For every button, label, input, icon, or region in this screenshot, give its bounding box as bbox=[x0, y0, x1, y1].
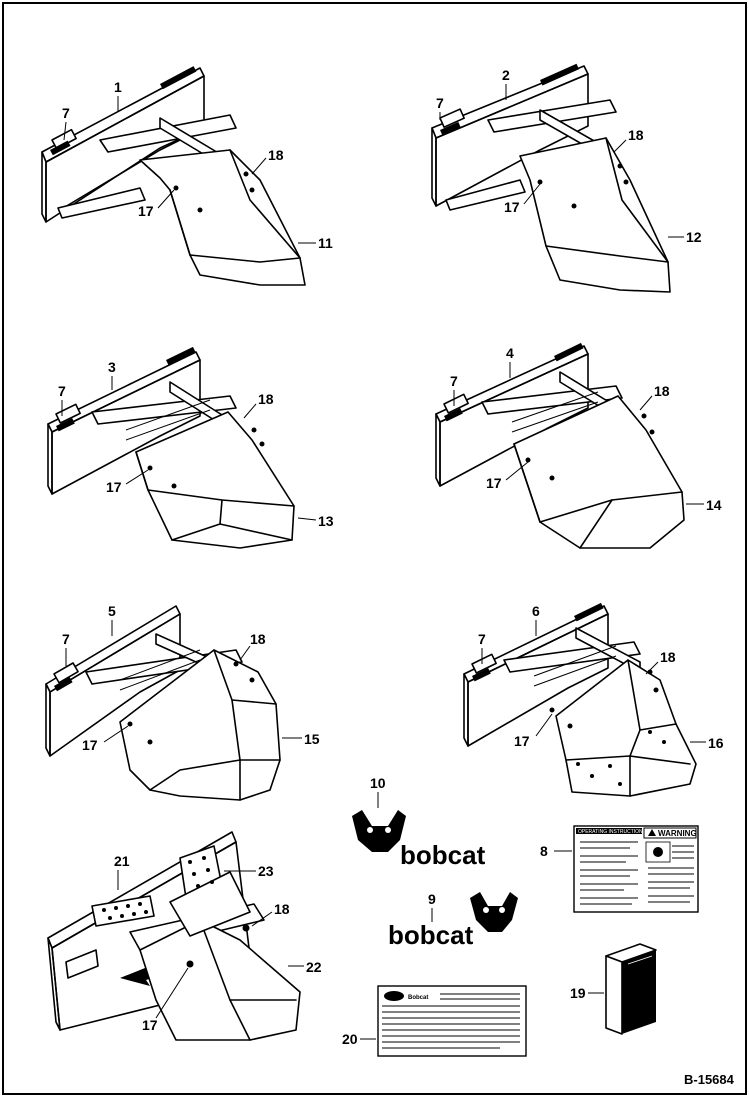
callout-8: 8 bbox=[540, 843, 548, 859]
callout-23: 23 bbox=[258, 863, 274, 879]
block-part-19: 19 bbox=[570, 943, 657, 1035]
callout-17-c: 17 bbox=[106, 479, 122, 495]
trencher-assembly-6 bbox=[463, 602, 697, 797]
callout-21-group: 21 23 18 17 22 bbox=[114, 853, 322, 1033]
callout-18-b: 18 bbox=[628, 127, 644, 143]
bobcat-decal-9: bobcat 9 bbox=[388, 891, 518, 950]
callout-4: 4 bbox=[506, 345, 514, 361]
bobcat-head-icon bbox=[470, 892, 518, 932]
trencher-assembly-7 bbox=[47, 831, 301, 1041]
callout-18-c: 18 bbox=[258, 391, 274, 407]
callout-5-group: 5 7 18 17 15 bbox=[62, 603, 320, 753]
callout-6: 6 bbox=[532, 603, 540, 619]
callout-7-c: 7 bbox=[58, 383, 66, 399]
callout-17-g: 17 bbox=[142, 1017, 158, 1033]
callout-4-group: 4 7 18 17 14 bbox=[450, 345, 722, 513]
callout-7-f: 7 bbox=[478, 631, 486, 647]
trencher-assembly-1 bbox=[41, 66, 306, 286]
operating-instructions-title: OPERATING INSTRUCTIONS bbox=[578, 829, 647, 835]
callout-16: 16 bbox=[708, 735, 724, 751]
callout-18-e: 18 bbox=[250, 631, 266, 647]
callout-7-e: 7 bbox=[62, 631, 70, 647]
callout-17-b: 17 bbox=[504, 199, 520, 215]
callout-17-f: 17 bbox=[514, 733, 530, 749]
trencher-assembly-4 bbox=[435, 342, 685, 549]
bobcat-logo-text-9: bobcat bbox=[388, 920, 474, 950]
plate-brand: Bobcat bbox=[408, 995, 428, 1001]
callout-18-a: 18 bbox=[268, 147, 284, 163]
bobcat-decal-10: bobcat 10 bbox=[352, 775, 486, 870]
bobcat-head-icon bbox=[352, 810, 406, 852]
callout-7-a: 7 bbox=[62, 105, 70, 121]
callout-18-f: 18 bbox=[660, 649, 676, 665]
warning-decal-8: OPERATING INSTRUCTIONS WARNING 8 bbox=[540, 825, 699, 913]
callout-1-group: 1 7 18 17 11 bbox=[62, 79, 333, 251]
callout-7-b: 7 bbox=[436, 95, 444, 111]
callout-5: 5 bbox=[108, 603, 116, 619]
callout-14: 14 bbox=[706, 497, 722, 513]
callout-3-group: 3 7 18 17 13 bbox=[58, 359, 334, 529]
callout-17-a: 17 bbox=[138, 203, 154, 219]
callout-12: 12 bbox=[686, 229, 702, 245]
callout-13: 13 bbox=[318, 513, 334, 529]
callout-7-d: 7 bbox=[450, 373, 458, 389]
callout-19: 19 bbox=[570, 985, 586, 1001]
callout-6-group: 6 7 18 17 16 bbox=[478, 603, 724, 751]
callout-2-group: 2 7 18 17 12 bbox=[436, 67, 702, 245]
trencher-assembly-5 bbox=[45, 605, 281, 801]
bobcat-logo-text-10: bobcat bbox=[400, 840, 486, 870]
callout-10: 10 bbox=[370, 775, 386, 791]
trencher-assembly-3 bbox=[47, 346, 295, 549]
callout-3: 3 bbox=[108, 359, 116, 375]
callout-22: 22 bbox=[306, 959, 322, 975]
callout-21: 21 bbox=[114, 853, 130, 869]
callout-20: 20 bbox=[342, 1031, 358, 1047]
callout-17-d: 17 bbox=[486, 475, 502, 491]
callout-18-d: 18 bbox=[654, 383, 670, 399]
warning-label: WARNING bbox=[658, 829, 697, 838]
callout-9: 9 bbox=[428, 891, 436, 907]
callout-18-g: 18 bbox=[274, 901, 290, 917]
callout-1: 1 bbox=[114, 79, 122, 95]
trencher-assembly-2 bbox=[431, 63, 671, 293]
warning-triangle-icon bbox=[648, 829, 656, 836]
rating-plate-20: Bobcat 20 bbox=[342, 985, 527, 1057]
callout-15: 15 bbox=[304, 731, 320, 747]
callout-17-e: 17 bbox=[82, 737, 98, 753]
callout-2: 2 bbox=[502, 67, 510, 83]
callout-11: 11 bbox=[318, 235, 333, 251]
figure-id: B-15684 bbox=[684, 1072, 735, 1087]
